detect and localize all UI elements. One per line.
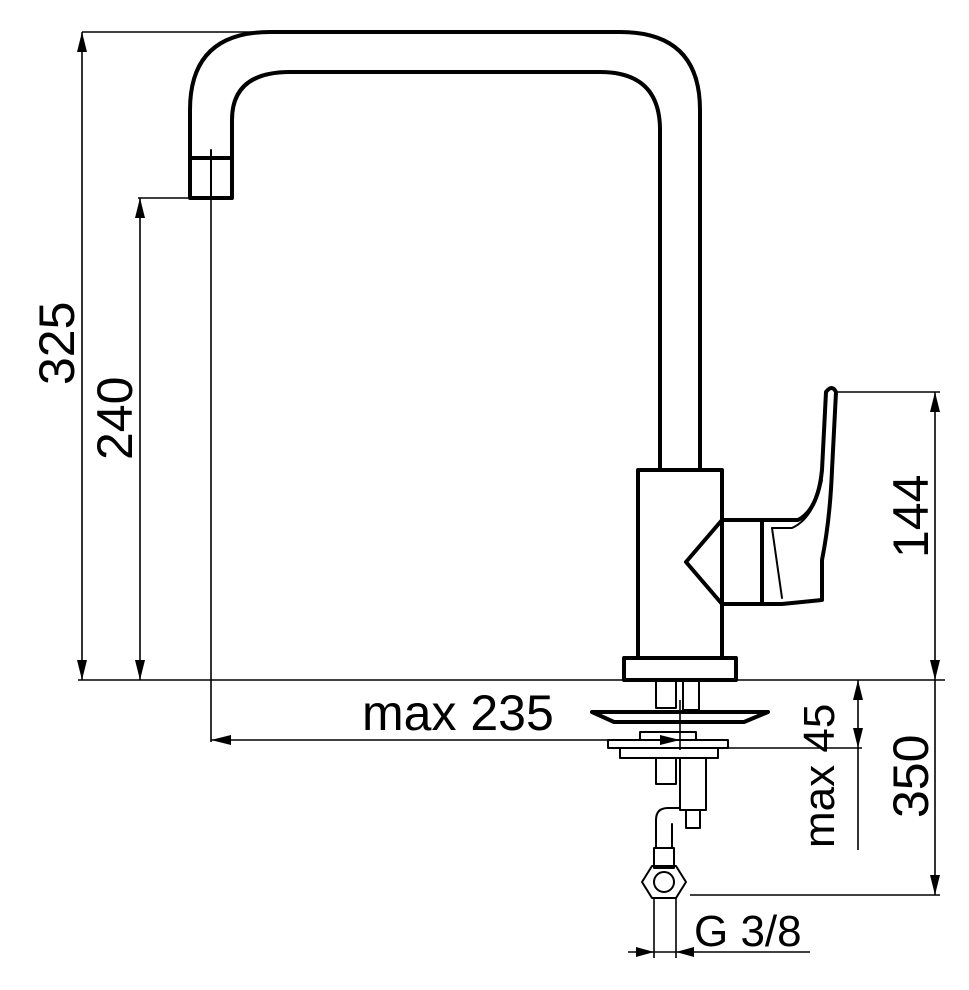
dimension-labels: 325 240 144 max 235 max 45 350 G 3/8	[29, 302, 939, 956]
dimension-lines	[77, 31, 945, 958]
label-hose-length: 350	[883, 735, 939, 818]
label-spout-height: 240	[87, 377, 143, 460]
label-total-height: 325	[29, 302, 85, 385]
label-handle-height: 144	[883, 475, 939, 558]
supply-hose	[655, 807, 681, 849]
spout-inner	[230, 70, 662, 472]
spout-outer	[188, 30, 702, 472]
label-deck-thickness: max 45	[795, 704, 844, 848]
cartridge-housing	[684, 518, 764, 606]
faucet-body	[188, 30, 838, 682]
label-reach: max 235	[362, 685, 554, 741]
base-ring	[622, 656, 738, 682]
label-connection: G 3/8	[694, 907, 802, 956]
mixer-body	[636, 468, 724, 660]
lever-handle	[760, 386, 838, 606]
